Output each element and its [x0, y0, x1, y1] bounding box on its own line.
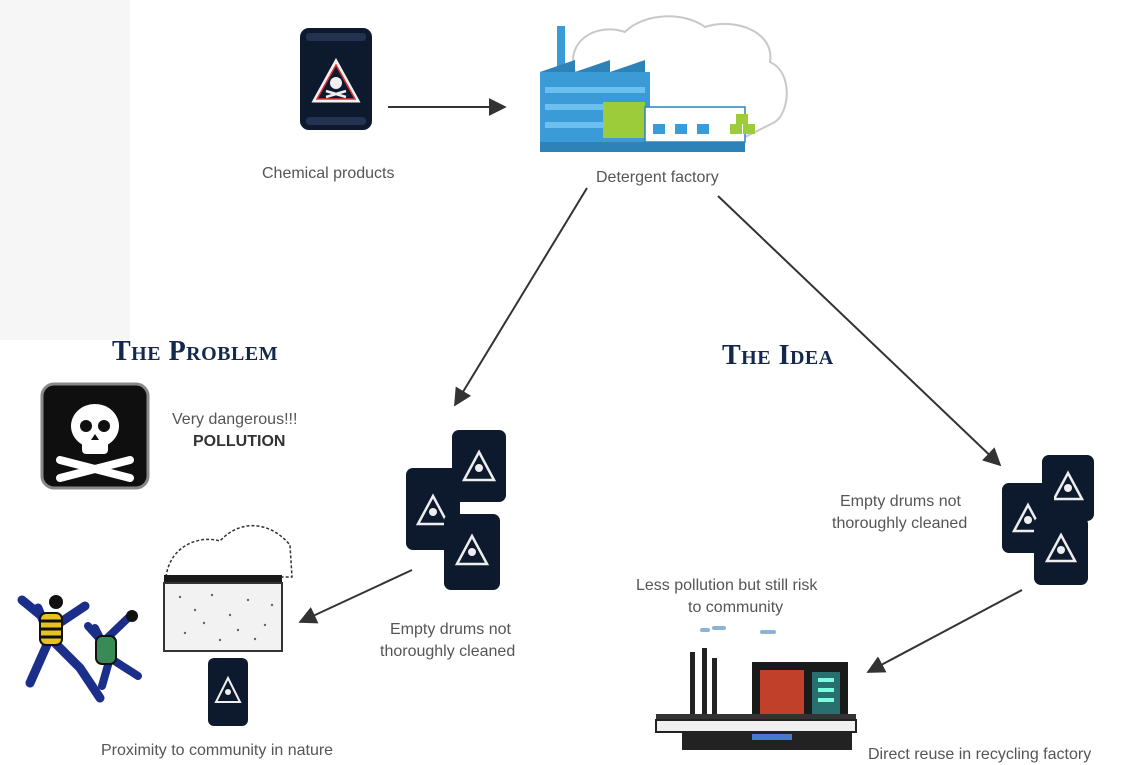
buried-drum-icon [206, 656, 250, 733]
falling-people-icon [10, 588, 150, 728]
arrow-drums-to-recycling [866, 589, 1023, 673]
empty-drums-right-line2: thoroughly cleaned [832, 515, 968, 532]
drum-group-right-icon [1000, 453, 1100, 593]
danger-text: Very dangerous!!! [172, 411, 298, 428]
proximity-label: Proximity to community in nature [101, 742, 334, 759]
empty-drums-left-line2: thoroughly cleaned [380, 643, 516, 660]
direct-reuse-label: Direct reuse in recycling factory [868, 746, 1092, 763]
pollution-text: POLLUTION [193, 433, 286, 450]
less-pollution-line2: to community [688, 599, 784, 616]
arrow-drums-to-landfill [298, 569, 413, 624]
problem-heading: The Problem [112, 336, 279, 367]
landfill-icon [160, 515, 300, 660]
idea-heading: The Idea [722, 340, 834, 371]
chemical-drum-icon [298, 25, 374, 138]
empty-drums-left-line1: Empty drums not [390, 621, 511, 638]
drum-group-left-icon [402, 428, 512, 598]
skull-crossbones-icon [40, 382, 150, 495]
empty-drums-right-line1: Empty drums not [840, 493, 961, 510]
factory-icon [535, 12, 795, 162]
recycling-factory-icon [652, 622, 862, 759]
arrow-factory-to-drums-left [454, 187, 588, 407]
arrow-factory-to-drums-right [717, 195, 1002, 467]
less-pollution-line1: Less pollution but still risk [636, 577, 818, 594]
chemical-products-label: Chemical products [262, 165, 395, 182]
detergent-factory-label: Detergent factory [596, 169, 719, 186]
